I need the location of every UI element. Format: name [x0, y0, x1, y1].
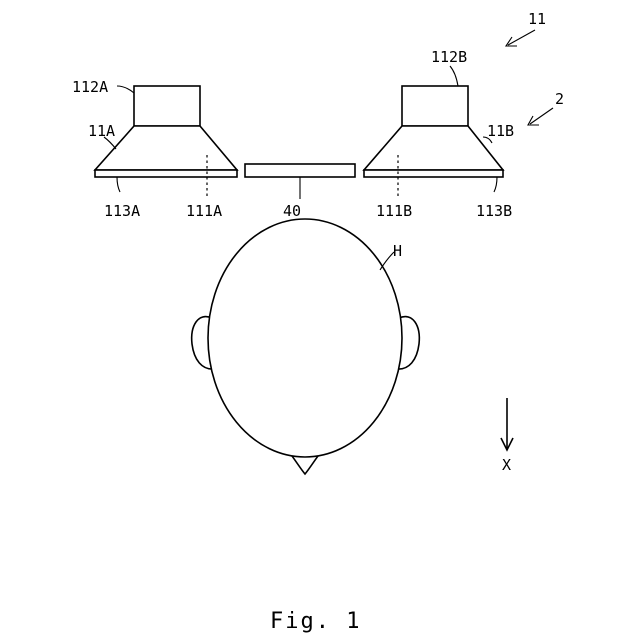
label-device: 2: [555, 90, 564, 108]
baffle-plate-right: [364, 170, 503, 177]
label-speaker-left: 11A: [88, 122, 115, 140]
head-outline: [208, 219, 402, 457]
label-driver-right: 112B: [431, 48, 467, 66]
label-direction: X: [502, 456, 511, 474]
label-center-unit: 40: [283, 202, 301, 220]
leader-baffle-right: [494, 177, 497, 192]
speaker-right: [364, 86, 503, 196]
driver-box-right: [402, 86, 468, 126]
speaker-left: [95, 86, 237, 196]
label-speaker-right: 11B: [487, 122, 514, 140]
leader-baffle-left: [117, 177, 120, 192]
driver-box-left: [134, 86, 200, 126]
direction-arrow: [501, 398, 513, 450]
head: [192, 219, 420, 474]
horn-right: [364, 126, 503, 170]
leader-device-head: [528, 116, 539, 125]
center-unit: [245, 164, 355, 177]
label-system: 11: [528, 10, 546, 28]
leader-head: [380, 252, 394, 270]
leader-driver-right: [450, 66, 458, 86]
leader-driver-left: [117, 86, 134, 93]
label-axis-right: 111B: [376, 202, 412, 220]
label-driver-left: 112A: [72, 78, 108, 96]
label-axis-left: 111A: [186, 202, 222, 220]
label-baffle-right: 113B: [476, 202, 512, 220]
baffle-plate-left: [95, 170, 237, 177]
horn-left: [95, 126, 237, 170]
leader-device-shaft: [530, 108, 553, 124]
figure-caption: Fig. 1: [270, 609, 361, 634]
label-head: H: [393, 242, 402, 260]
label-baffle-left: 113A: [104, 202, 140, 220]
